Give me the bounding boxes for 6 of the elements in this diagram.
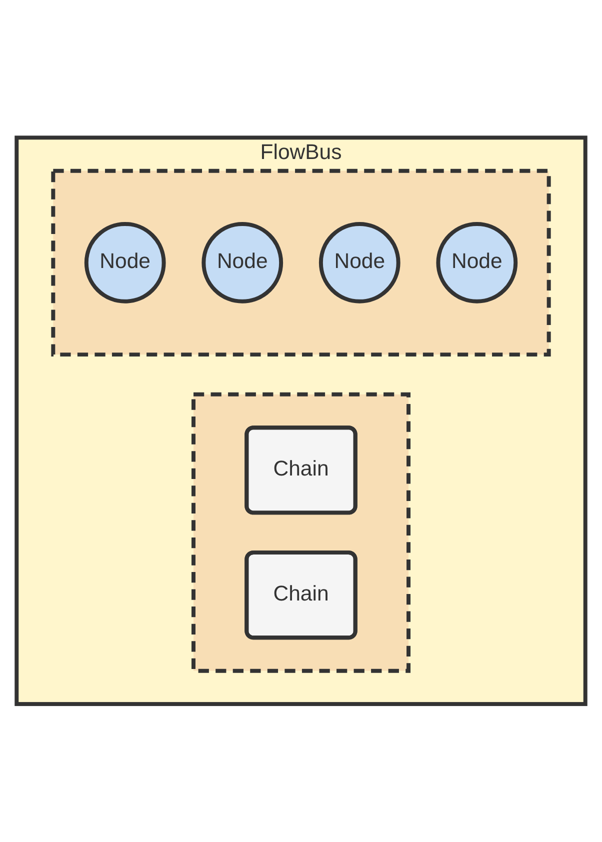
cluster [192,392,410,673]
node-circle: Node [436,222,518,304]
node-circle: Node [84,222,166,304]
node-circle: Node [202,222,284,304]
node-circle: Node [318,222,400,304]
cluster [51,169,551,357]
